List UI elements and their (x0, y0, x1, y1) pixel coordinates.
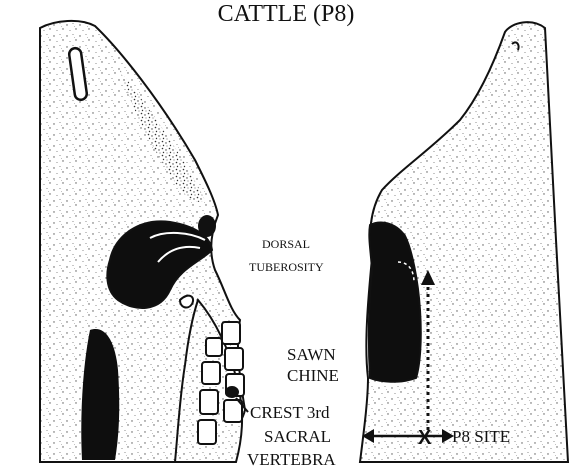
label-sawn-chine-line2: CHINE (287, 367, 339, 384)
p8-site-x-mark: X (418, 427, 432, 449)
label-dorsal-tuberosity-line2: TUBEROSITY (249, 261, 324, 273)
label-dorsal-tuberosity-line1: DORSAL (262, 238, 310, 250)
diagram-title: CATTLE (P8) (0, 2, 572, 26)
dorsal-tuberosity-knob (198, 215, 216, 237)
label-sawn-chine-line1: SAWN (287, 346, 336, 363)
label-crest-line1: CREST 3rd (250, 404, 330, 421)
label-crest-line2: SACRAL (264, 428, 331, 445)
label-p8-site: P8 SITE (452, 428, 510, 445)
lower-dark-muscle (81, 329, 119, 460)
label-crest-line3: VERTEBRA (247, 451, 336, 468)
